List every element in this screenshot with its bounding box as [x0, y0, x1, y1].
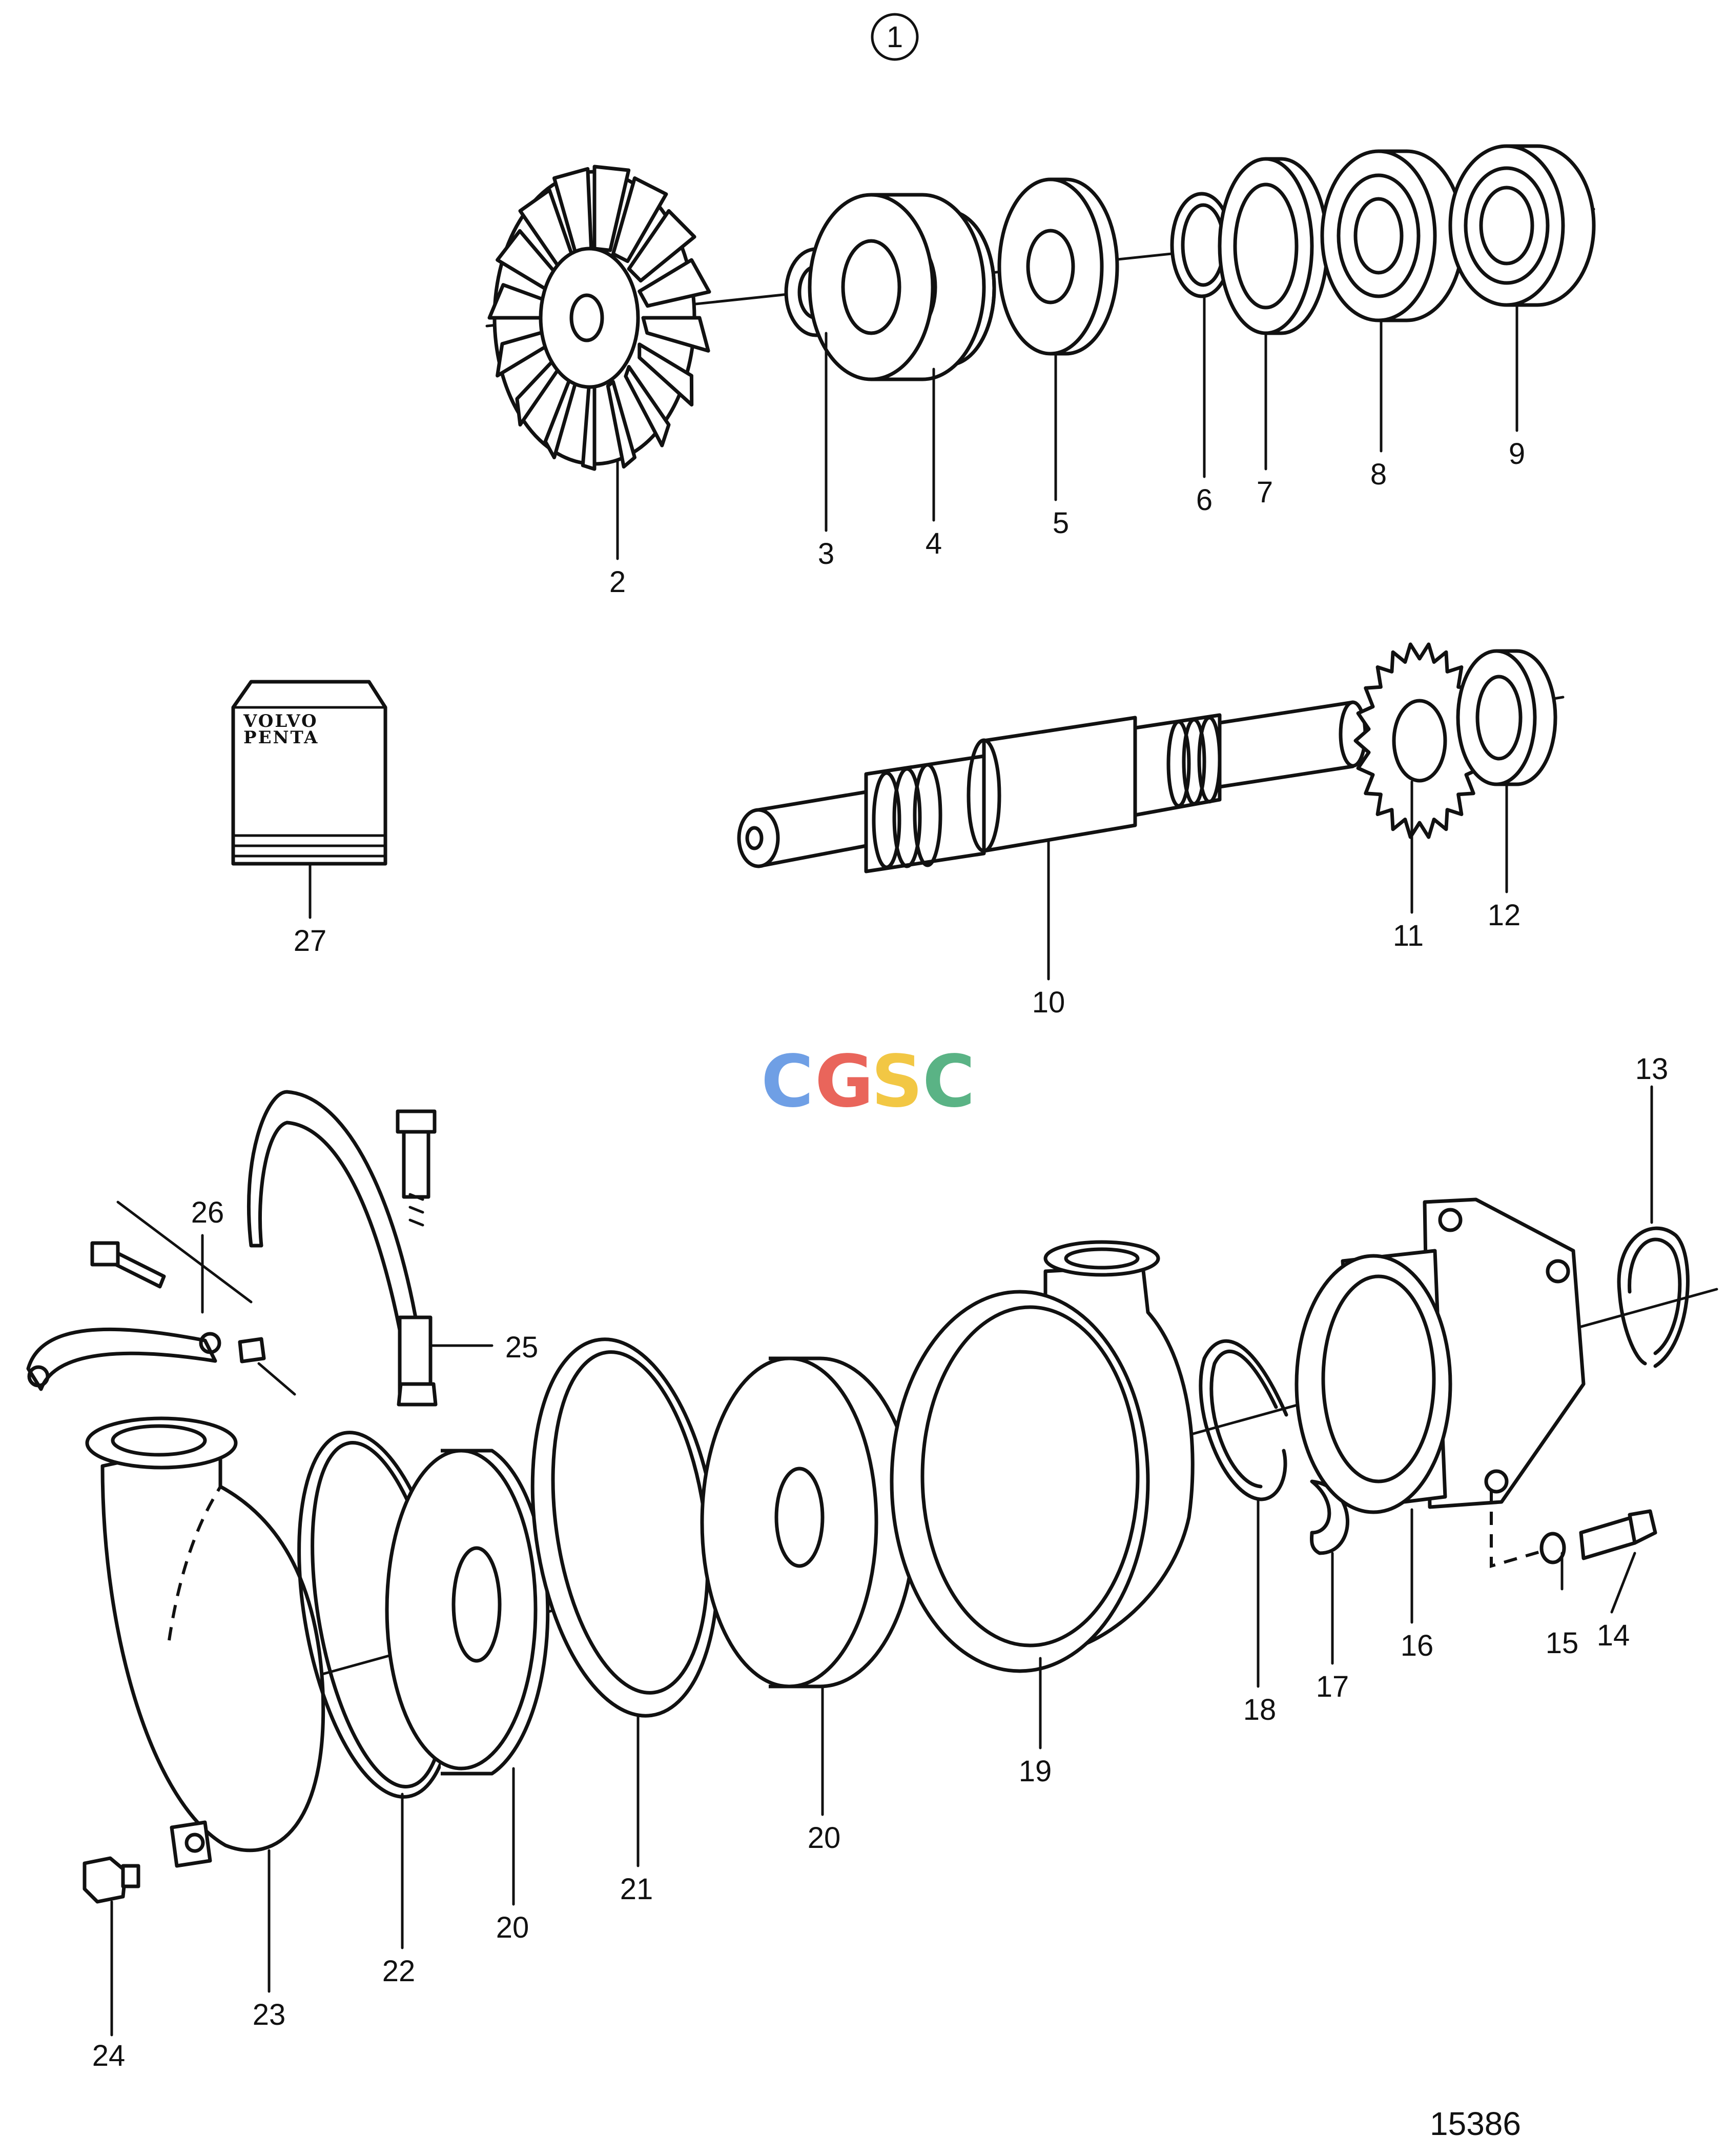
- spacer-ring-part: [1218, 157, 1329, 335]
- retaining-ring-part: [1199, 1339, 1288, 1501]
- callout-13: 13: [1635, 1052, 1669, 1086]
- impeller-blade: [638, 258, 711, 308]
- impeller-blades: [487, 165, 711, 471]
- ball-bearing-outer-part: [1448, 144, 1596, 307]
- impeller-blade: [624, 365, 671, 448]
- pump-shaft-part: [737, 696, 1565, 873]
- seal-kit-bag: VOLVO PENTA: [231, 680, 387, 866]
- drain-plug-part: [83, 1856, 140, 1904]
- watermark-letter-s: S: [871, 1040, 923, 1124]
- callout-22: 22: [382, 1955, 416, 1988]
- kit-brand-line-1: VOLVO: [243, 711, 318, 731]
- impeller-blade: [606, 380, 636, 469]
- impeller-blade: [611, 176, 668, 263]
- short-clamp-part: [26, 1241, 296, 1396]
- kit-brand-line-2: PENTA: [243, 727, 319, 748]
- pump-housing-part: [890, 1240, 1195, 1673]
- circlip-part: [1617, 1226, 1690, 1368]
- callout-19: 19: [1019, 1755, 1052, 1788]
- watermark-letter-g: G: [815, 1040, 874, 1124]
- callout-15: 15: [1546, 1626, 1579, 1660]
- callout-4: 4: [926, 527, 942, 560]
- impeller-blade: [638, 342, 694, 407]
- group-label: 1: [887, 21, 903, 54]
- bearing-housing-flange-part: [1294, 1197, 1586, 1514]
- callout-16: 16: [1401, 1629, 1434, 1662]
- watermark-letter-c1: C: [761, 1040, 814, 1124]
- callout-12: 12: [1488, 899, 1521, 932]
- callout-23: 23: [253, 1998, 286, 2031]
- figure-code: 15386: [1430, 2105, 1521, 2142]
- leader-lines: [110, 295, 1653, 2037]
- callout-11: 11: [1393, 919, 1424, 952]
- callout-20-front: 20: [496, 1911, 529, 1944]
- tab-washer-part: [1353, 642, 1486, 839]
- bearing-housing-part: [808, 193, 996, 381]
- callout-numbers: 2 3 4 5 6 7 8 9 27 10 11 12 13 26 25 14 …: [92, 437, 1669, 2072]
- impeller-blade: [627, 209, 696, 283]
- callout-8: 8: [1370, 458, 1387, 491]
- callout-26: 26: [191, 1196, 224, 1229]
- ball-bearing-part: [1320, 149, 1465, 322]
- bolt-washer-part: [1490, 1489, 1657, 1568]
- locknut-part: [1456, 649, 1557, 786]
- callout-27: 27: [294, 924, 327, 958]
- callout-21: 21: [620, 1873, 653, 1906]
- callout-10: 10: [1032, 986, 1065, 1019]
- impeller-blade: [592, 165, 631, 252]
- callout-3: 3: [818, 537, 834, 571]
- callout-5: 5: [1053, 506, 1069, 540]
- impeller-part: [487, 165, 711, 471]
- callout-6: 6: [1196, 483, 1213, 517]
- callout-25: 25: [505, 1331, 539, 1364]
- callout-7: 7: [1257, 476, 1273, 509]
- callout-2: 2: [609, 565, 626, 599]
- group-marker: 1: [871, 13, 919, 61]
- impeller-blade: [641, 316, 710, 353]
- callout-24: 24: [92, 2039, 126, 2072]
- callout-18: 18: [1243, 1693, 1277, 1726]
- watermark-logo: C G S C: [761, 1040, 975, 1124]
- callout-17: 17: [1316, 1670, 1349, 1703]
- clamp-band-part: [246, 1090, 438, 1407]
- callout-14: 14: [1597, 1619, 1630, 1652]
- pump-cover-part: [85, 1416, 325, 1868]
- washer-part: [997, 177, 1119, 356]
- watermark-letter-c2: C: [922, 1040, 975, 1124]
- callout-9: 9: [1509, 437, 1525, 471]
- wear-plate-front-part: [385, 1449, 550, 1776]
- callout-20-rear: 20: [808, 1821, 841, 1855]
- wear-plate-rear-part: [700, 1356, 917, 1689]
